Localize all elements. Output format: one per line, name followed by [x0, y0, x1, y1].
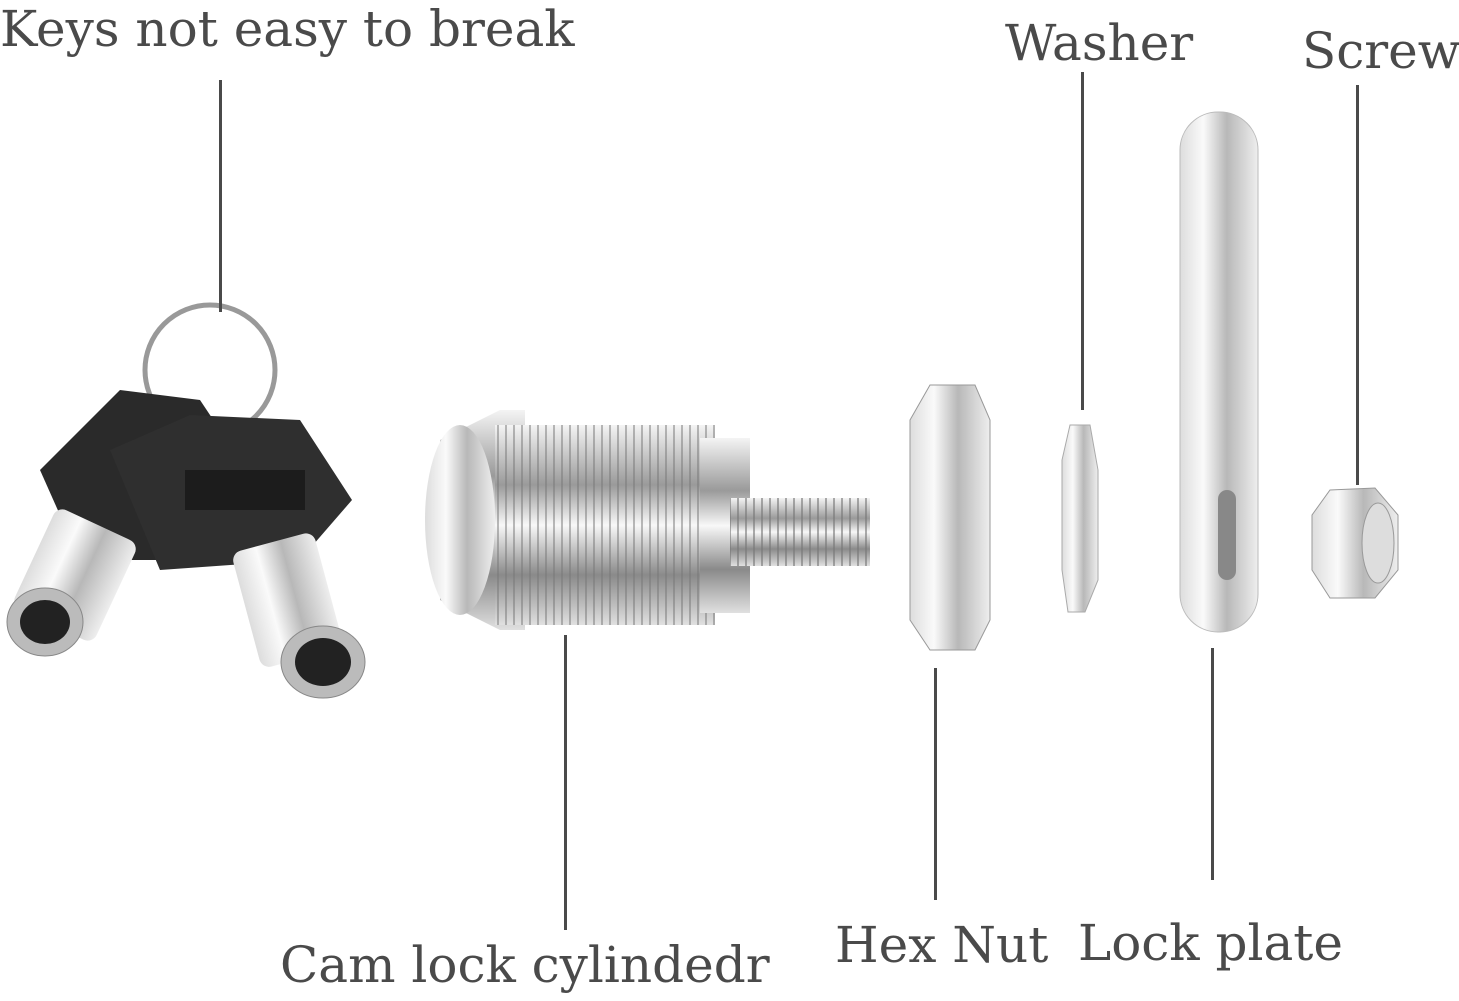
screw-leader-line [1356, 85, 1359, 485]
hex-nut-image [909, 384, 991, 651]
cylinder-label: Cam lock cylindedr [280, 936, 770, 994]
washer-label: Washer [1005, 14, 1194, 72]
hex-nut-label: Hex Nut [835, 916, 1049, 974]
keys-leader-line [219, 80, 222, 312]
screw-label: Screw [1302, 22, 1459, 80]
lock-plate-image [1179, 111, 1259, 633]
cam-lock-cylinder-image [425, 410, 870, 630]
lock-plate-leader-line [1211, 648, 1214, 880]
screw-image [1311, 487, 1399, 599]
cylinder-leader-line [564, 635, 567, 930]
washer-image [1061, 424, 1099, 613]
lock-plate-label: Lock plate [1078, 914, 1343, 972]
washer-leader-line [1081, 72, 1084, 410]
hex-nut-leader-line [934, 668, 937, 900]
keys-image [6, 302, 366, 699]
keys-label: Keys not easy to break [0, 0, 575, 58]
